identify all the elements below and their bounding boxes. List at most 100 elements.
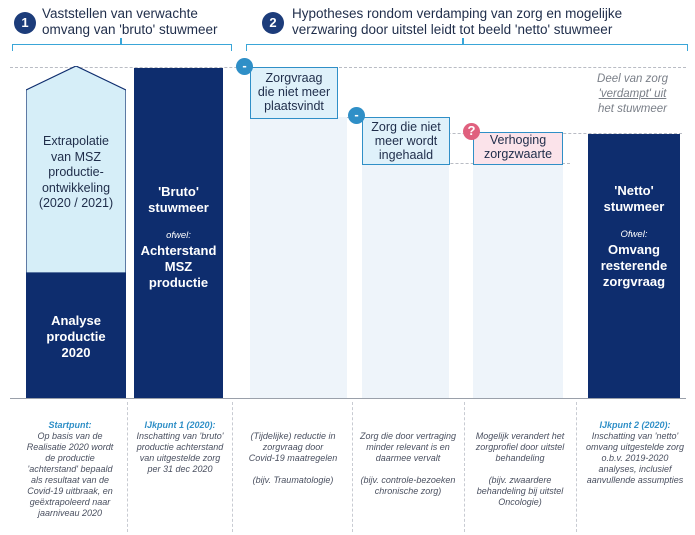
drop-1-line: plaatsvindt [264,99,324,113]
footer-line: Covid-19 uitbraak, en [27,486,113,496]
netto-stuwmeer-bar: 'Netto' stuwmeer Ofwel: Omvang resterend… [588,134,680,398]
drop-1-line: die niet meer [257,85,331,99]
step-2-brace [246,44,688,51]
footer-ijkpunt-2: IJkpunt 2 (2020): Inschatting van 'netto… [578,420,692,486]
step-2-title: Hypotheses rondom verdamping van zorg en… [292,6,622,38]
netto-sub-line: Omvang [607,242,660,257]
step-2-title-line-2: verzwaring door uitstel leidt tot beeld … [292,22,613,37]
footer-separator [576,402,577,532]
netto-title-line: stuwmeer [603,199,665,214]
drop-3-line: Verhoging [489,133,547,147]
extrapolation-line: Extrapolatie [42,134,109,148]
step-2-title-line-1: Hypotheses rondom verdamping van zorg en… [292,6,623,21]
footer-line: Mogelijk verandert het [475,431,565,441]
extrapolation-line: productie- [48,165,104,179]
bruto-ofwel: ofwel: [166,230,191,241]
bruto-sub-line: Achterstand [140,243,217,258]
bruto-title-line: 'Bruto' [158,184,199,199]
drop-2-column [362,163,449,398]
netto-sub-line: zorgvraag [602,274,666,289]
bruto-sub-line: productie [148,275,209,290]
footer-line: behandeling bij uitstel [476,486,564,496]
footer-separator [464,402,465,532]
step-2-brace-tick [462,38,464,44]
level-line-bruto [10,67,686,68]
step-1-brace-tick [120,38,122,44]
analyse-line: 2020 [61,345,91,360]
extrapolation-label: Extrapolatie van MSZ productie- ontwikke… [26,134,126,212]
verdampt-line: 'verdampt' uit [598,88,667,100]
step-2-badge: 2 [262,12,284,34]
drop-3-label: Verhoging zorgzwaarte [473,132,563,165]
minus-icon: - [236,58,253,75]
footer-line: Covid-19 maatregelen [248,453,338,463]
step-1-title: Vaststellen van verwachte omvang van 'br… [42,6,218,38]
analyse-line: Analyse [51,313,101,328]
footer-line: Oncologie) [498,497,542,507]
verdampt-line: het stuwmeer [597,103,668,115]
footer-line: (bijv. controle-bezoeken [360,475,456,485]
footer-separator [352,402,353,532]
footer-drop-2: Zorg die door vertraging minder relevant… [354,431,462,497]
drop-2-label: Zorg die niet meer wordt ingehaald [362,117,450,165]
footer-separator [127,402,128,532]
footer-line: van uitgestelde zorg [139,453,221,463]
footer-ijkpunt-2-head: IJkpunt 2 (2020): [599,420,671,430]
drop-2-line: ingehaald [378,148,434,162]
bruto-title-line: stuwmeer [148,200,209,215]
extrapolation-line: (2020 / 2021) [38,196,114,210]
footer-startpunt: Startpunt: Op basis van de Realisatie 20… [14,420,126,519]
footer-drop-3: Mogelijk verandert het zorgprofiel door … [466,431,574,508]
footer-line: (bijv. Traumatologie) [252,475,334,485]
footer-line: als resultaat van de [30,475,110,485]
footer-line: Zorg die door vertraging [359,431,457,441]
footer-line: omvang uitgestelde zorg [585,442,685,452]
footer-line: zorgprofiel door uitstel [475,442,565,452]
footer-line: chronische zorg) [374,486,442,496]
footer-line: aanvullende assumpties [586,475,684,485]
drop-3-column [473,163,563,398]
footer-line: minder relevant is en [366,442,450,452]
footer-ijkpunt-1: IJkpunt 1 (2020): Inschatting van 'bruto… [128,420,232,475]
drop-3-line: zorgzwaarte [483,147,553,161]
footer-line: Inschatting van 'bruto' [136,431,224,441]
footer-line: Realisatie 2020 wordt [26,442,114,452]
footer-line: zorgvraag door [262,442,324,452]
footer-line: Inschatting van 'netto' [591,431,679,441]
bruto-sub-line: MSZ [164,259,193,274]
drop-1-line: Zorgvraag [265,71,323,85]
extrapolation-line: ontwikkeling [41,180,111,195]
footer-separator [232,402,233,532]
footer-line: 'achterstand' bepaald [27,464,113,474]
extrapolation-arrow-bar [26,66,126,398]
footer-line: jaarniveau 2020 [37,508,103,518]
footer-drop-1: (Tijdelijke) reductie in zorgvraag door … [236,431,350,486]
footer-line: analyses, inclusief [598,464,672,474]
drop-1-column [250,117,347,398]
footer-line [466,464,574,475]
drop-2-line: Zorg die niet [371,120,441,134]
footer-startpunt-head: Startpunt: [48,420,92,430]
baseline [10,398,686,399]
verdampt-note: Deel van zorg 'verdampt' uit het stuwmee… [580,72,685,117]
footer-line: productie achterstand [136,442,224,452]
bruto-stuwmeer-bar: 'Bruto' stuwmeer ofwel: Achterstand MSZ … [134,68,223,398]
minus-icon: - [348,107,365,124]
drop-1-label: Zorgvraag die niet meer plaatsvindt [250,67,338,119]
verdampt-line: Deel van zorg [597,73,668,85]
drop-2-line: meer wordt [374,134,438,148]
netto-ofwel: Ofwel: [620,229,648,240]
netto-title-line: 'Netto' [614,183,654,198]
footer-line: behandeling [495,453,545,463]
step-1-badge: 1 [14,12,36,34]
footer-line: daarmee vervalt [375,453,441,463]
question-icon: ? [463,123,480,140]
step-1-title-line-1: Vaststellen van verwachte [42,6,198,21]
extrapolation-line: van MSZ [50,149,101,164]
footer-line: o.b.v. 2019-2020 [601,453,669,463]
analyse-line: productie [46,329,106,344]
footer-line: per 31 dec 2020 [147,464,213,474]
footer-line: geëxtrapoleerd naar [29,497,111,507]
netto-sub-line: resterende [600,258,668,273]
footer-line [236,464,350,475]
